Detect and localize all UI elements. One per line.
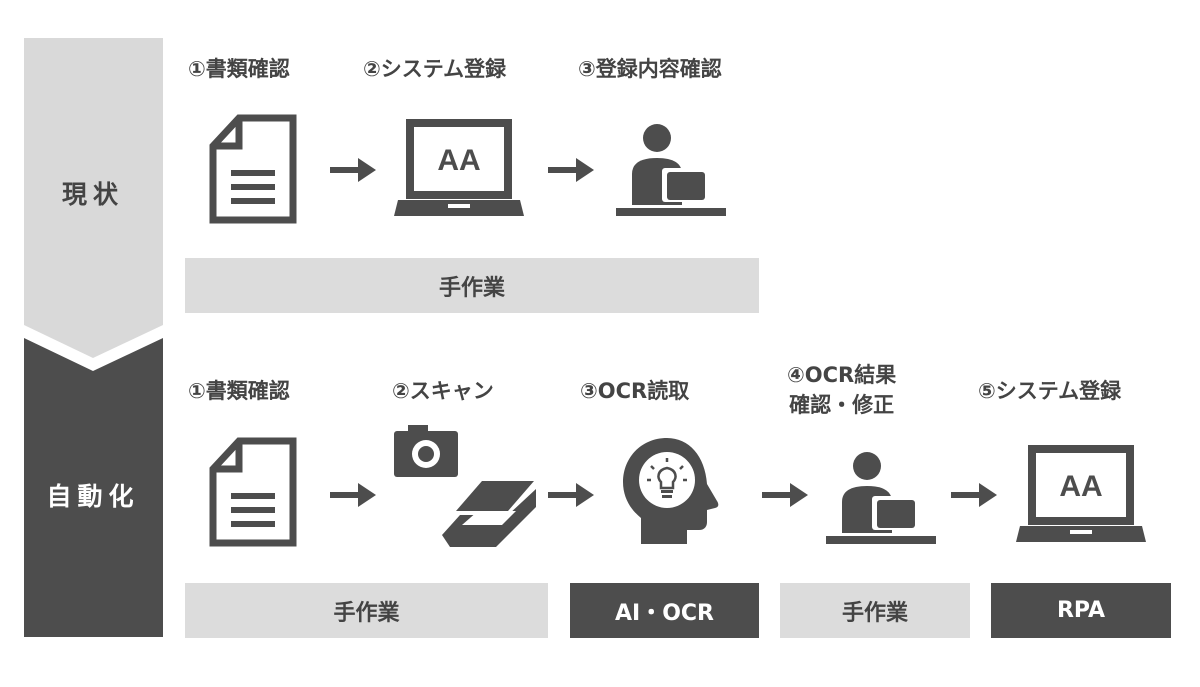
arrow-right-icon <box>330 483 376 507</box>
auto-step-4-label: ④OCR結果 確認・修正 <box>787 360 896 420</box>
auto-step-4-line1: ④OCR結果 <box>787 363 897 387</box>
current-step-1-label: ①書類確認 <box>188 57 290 81</box>
laptop-icon: AA <box>394 119 524 216</box>
current-step-3-label: ③登録内容確認 <box>578 57 722 81</box>
auto-step-5-label: ⑤システム登録 <box>978 379 1122 403</box>
current-manual-bar: 手作業 <box>185 258 759 313</box>
auto-ai-ocr-bar: AI・OCR <box>570 583 759 638</box>
scanner-icon <box>442 481 536 547</box>
laptop-screen-text: AA <box>437 144 480 177</box>
person-at-desk-icon <box>616 124 726 216</box>
sidebar-automated-shape <box>24 338 163 637</box>
arrow-right-icon <box>330 158 376 182</box>
current-step-2-label: ②システム登録 <box>363 57 507 81</box>
auto-step-2-label: ②スキャン <box>392 379 494 403</box>
laptop-screen-text: AA <box>1059 470 1102 503</box>
document-icon <box>209 114 297 224</box>
row-label-automated: 自動化 <box>46 482 140 511</box>
sidebar-current-shape <box>24 38 163 358</box>
auto-rpa-bar: RPA <box>991 583 1171 638</box>
auto-manual-bar-2: 手作業 <box>780 583 970 638</box>
auto-step-1-label: ①書類確認 <box>188 379 290 403</box>
row-label-current: 現状 <box>61 180 124 209</box>
auto-manual-bar-1: 手作業 <box>185 583 548 638</box>
auto-step-4-line2: 確認・修正 <box>789 393 895 417</box>
arrow-right-icon <box>951 483 997 507</box>
auto-step-3-label: ③OCR読取 <box>580 379 690 403</box>
laptop-icon: AA <box>1016 445 1146 542</box>
camera-icon <box>394 425 458 477</box>
arrow-right-icon <box>548 483 594 507</box>
person-at-desk-icon <box>826 452 936 544</box>
ai-head-lightbulb-icon <box>623 438 719 544</box>
arrow-right-icon <box>762 483 808 507</box>
arrow-right-icon <box>548 158 594 182</box>
document-icon <box>209 437 297 547</box>
